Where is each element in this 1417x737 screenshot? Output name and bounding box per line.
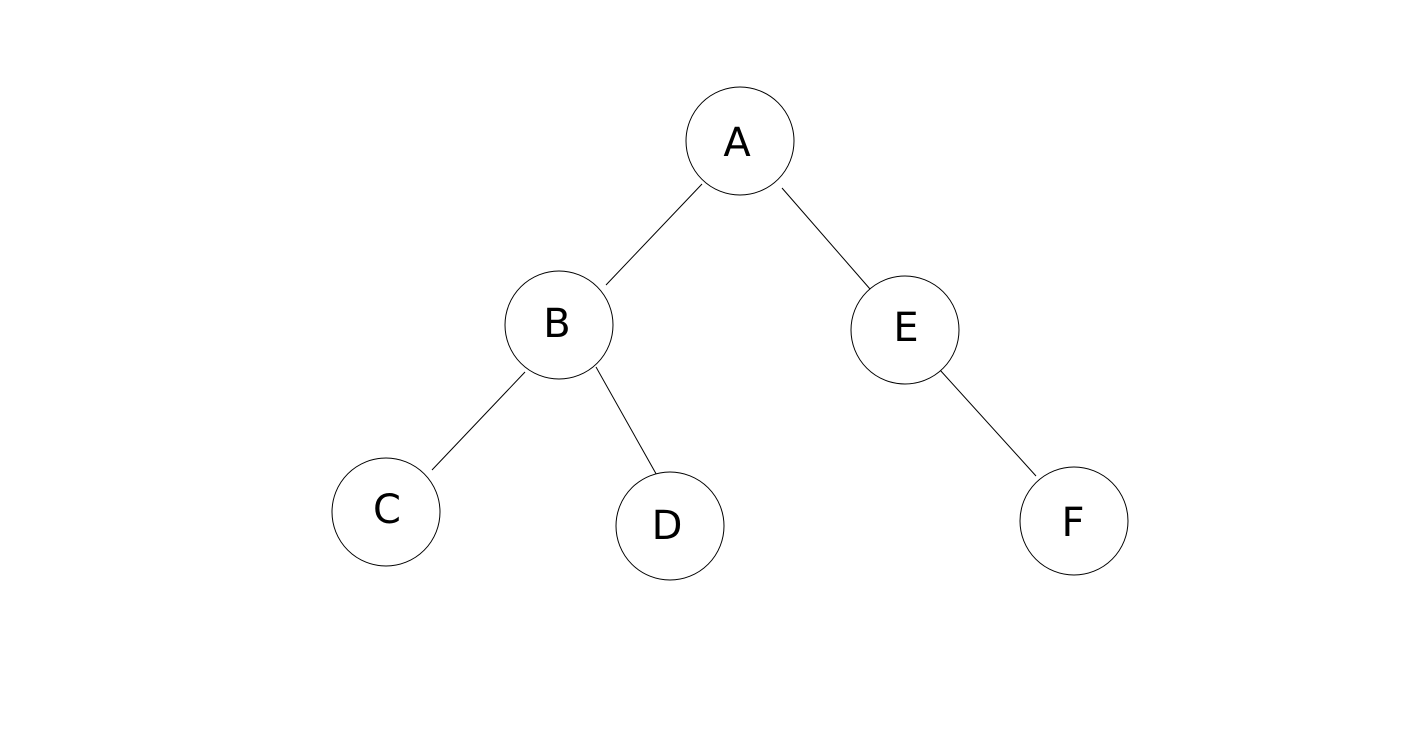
node-circle (615, 471, 725, 581)
edge-e-f (939, 369, 1037, 477)
node-label: F (1061, 500, 1084, 546)
tree-node-c: C (331, 457, 441, 567)
node-circle (1019, 466, 1129, 576)
edge-a-e (781, 187, 871, 290)
tree-node-d: D (615, 471, 725, 581)
node-circle (504, 270, 614, 380)
edge-b-d (595, 366, 660, 480)
tree-node-b: B (504, 270, 614, 380)
node-label: B (543, 301, 570, 347)
tree-node-e: E (850, 275, 960, 385)
tree-node-f: F (1019, 466, 1129, 576)
node-circle (850, 275, 960, 385)
edges (431, 183, 1037, 480)
tree-node-a: A (685, 86, 795, 196)
node-label: D (652, 503, 683, 549)
edge-a-b (605, 183, 703, 286)
node-circle (331, 457, 441, 567)
node-label: A (723, 120, 751, 166)
edge-b-c (431, 371, 526, 471)
node-label: C (373, 487, 401, 533)
node-label: E (893, 305, 918, 351)
node-circle (685, 86, 795, 196)
